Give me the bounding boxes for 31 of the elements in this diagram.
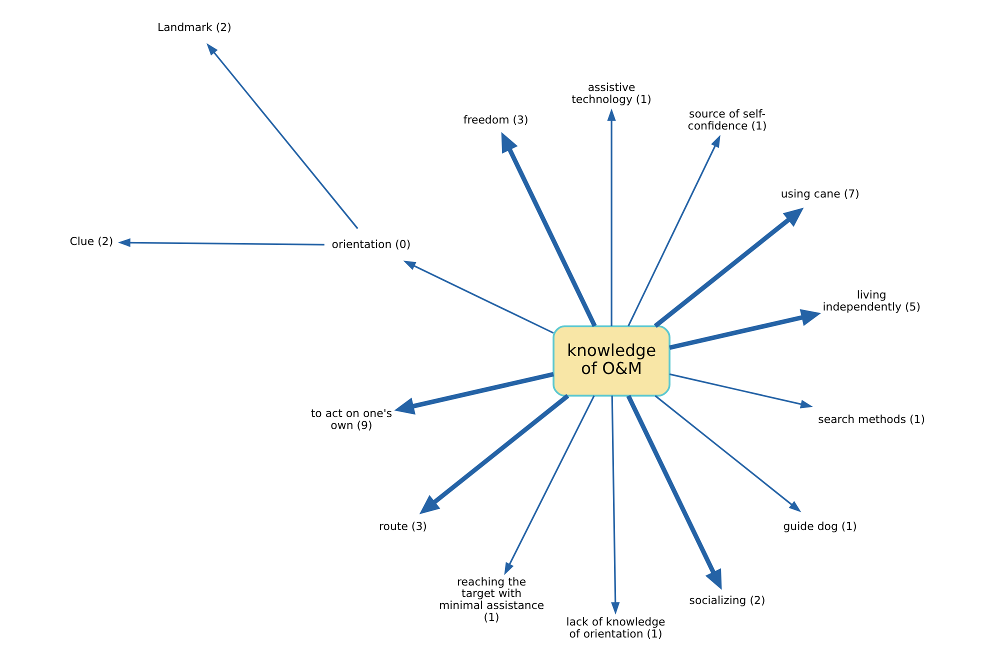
- arrow: [500, 132, 596, 327]
- node-box: knowledge of O&M: [552, 325, 670, 397]
- arrow: [626, 394, 722, 590]
- arrow: [654, 395, 801, 512]
- arrow: [504, 395, 594, 576]
- node-text: living independently (5): [822, 288, 920, 314]
- node-text: using cane (7): [780, 187, 859, 200]
- node-text: orientation (0): [331, 238, 410, 252]
- arrow: [402, 260, 554, 334]
- node-text: guide dog (1): [782, 520, 856, 534]
- node-text: freedom (3): [462, 113, 528, 126]
- node-text: to act on one's own (9): [310, 407, 392, 432]
- arrow: [627, 134, 720, 326]
- arrow: [653, 208, 804, 328]
- arrow: [606, 108, 616, 326]
- node-text: Landmark (2): [156, 21, 231, 34]
- node-text: lack of knowledge of orientation (1): [566, 616, 665, 640]
- arrow: [418, 394, 569, 514]
- node-text: reaching the target with minimal assistance (1): [438, 575, 544, 624]
- arrow: [668, 309, 821, 350]
- node-text: socializing (2): [688, 594, 765, 608]
- arrow: [394, 372, 554, 415]
- node-text: route (3): [378, 520, 426, 534]
- arrow: [117, 238, 324, 248]
- node-text: search methods (1): [818, 413, 925, 426]
- node-text: assistive technology (1): [571, 81, 651, 106]
- node-text: Clue (2): [69, 235, 113, 248]
- node-text: source of self-confidence (1): [687, 108, 766, 132]
- arrow: [668, 373, 812, 408]
- arrow: [610, 396, 620, 615]
- arrow: [206, 43, 358, 230]
